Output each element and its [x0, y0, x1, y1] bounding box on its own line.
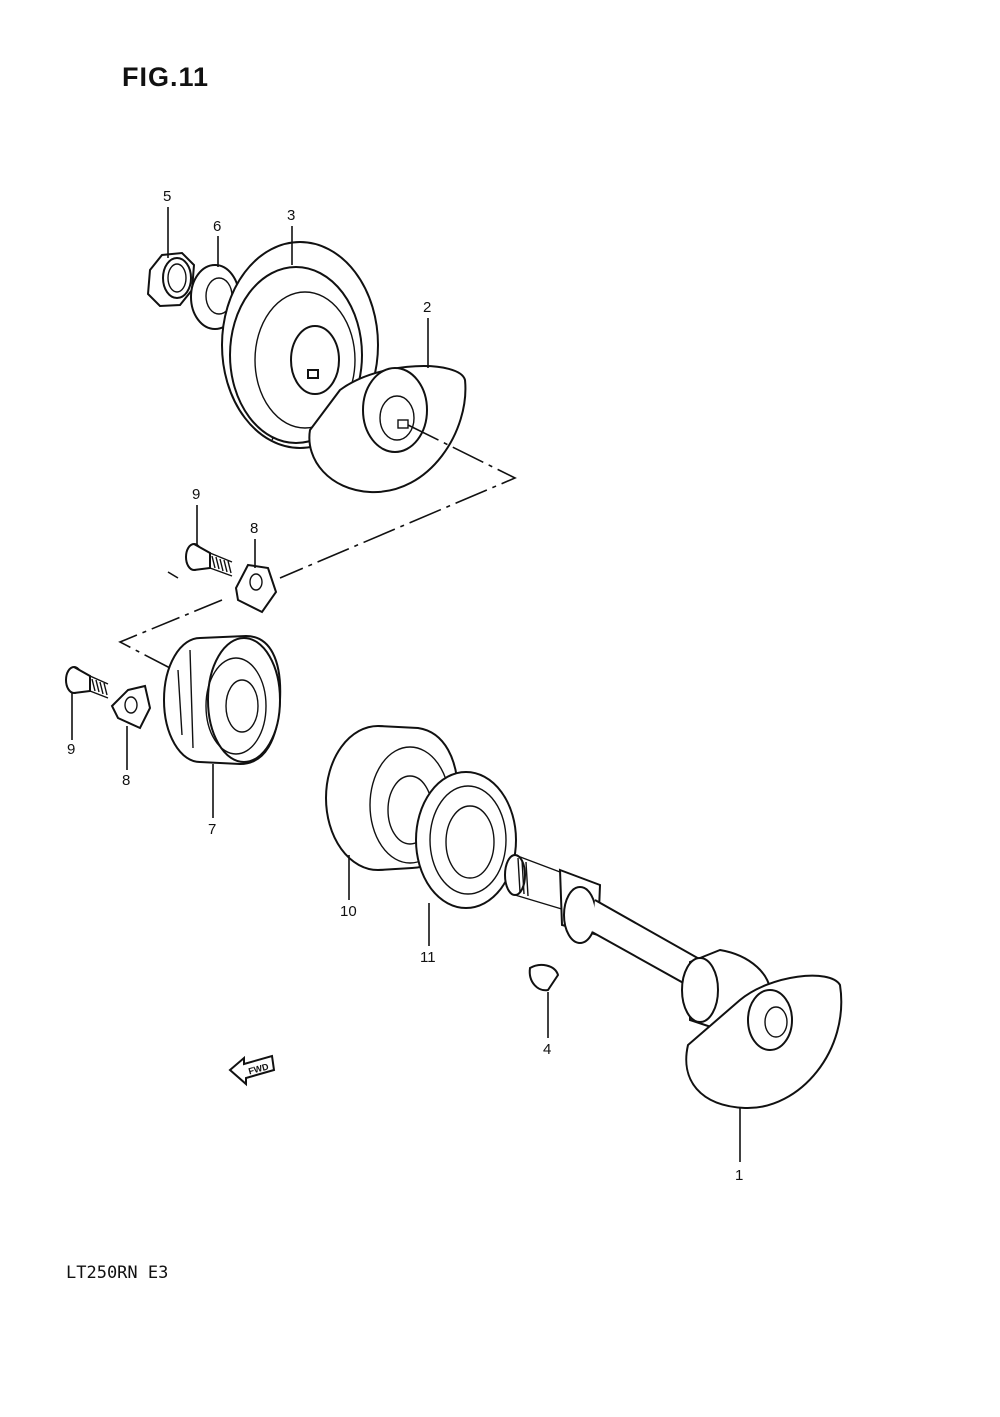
callout-labels: 5 6 3 2 9 8 9 8 7 10 11 4 1 — [67, 188, 743, 1184]
callout-10: 10 — [340, 903, 357, 920]
callout-8-lower: 8 — [122, 772, 130, 789]
retainer-part-8-upper — [234, 563, 278, 614]
leader-lines — [71, 207, 741, 1162]
bearing-part-7 — [163, 634, 282, 766]
bolt-part-9-lower — [65, 666, 109, 699]
bolt-part-9-upper — [185, 543, 233, 577]
callout-11: 11 — [420, 949, 436, 966]
callout-3: 3 — [287, 207, 295, 224]
callout-9-upper: 9 — [192, 486, 200, 503]
callout-7: 7 — [208, 821, 216, 838]
callout-2: 2 — [423, 299, 431, 316]
figure-title: FIG.11 — [122, 62, 210, 92]
callout-1: 1 — [735, 1167, 743, 1184]
callout-8-upper: 8 — [250, 520, 258, 537]
balancer-shaft-part-1 — [504, 854, 843, 1110]
retainer-part-8-lower — [110, 684, 152, 730]
callout-9-lower: 9 — [67, 741, 75, 758]
callout-5: 5 — [163, 188, 171, 205]
balancer-weight-part-2 — [308, 365, 467, 494]
callout-4: 4 — [543, 1041, 551, 1058]
nut-part-5 — [146, 251, 196, 308]
forward-arrow-icon: FWD — [228, 1054, 276, 1087]
oil-seal-part-11 — [415, 771, 517, 909]
callout-6: 6 — [213, 218, 221, 235]
key-part-4 — [528, 963, 560, 992]
model-code: LT250RN E3 — [66, 1263, 169, 1283]
assembly-lines — [118, 424, 517, 669]
